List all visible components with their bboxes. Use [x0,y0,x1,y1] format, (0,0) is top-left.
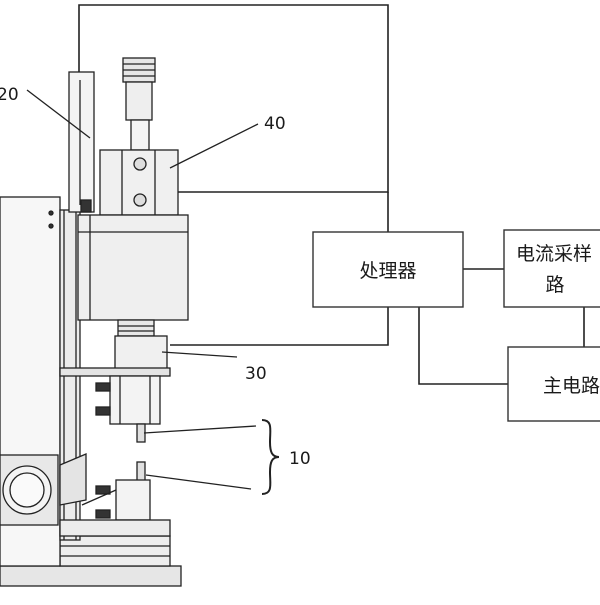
processor-block [312,231,464,308]
side-gauge-inner [9,472,45,508]
machine-base-step [59,535,171,567]
cylinder-bolt-1 [133,157,147,171]
current-sampling-box [503,229,600,308]
brace-10 [261,419,280,495]
lower-plate [59,519,171,537]
spindle-collar [117,319,155,337]
label-20: 20 [0,85,19,105]
label-10: 10 [289,449,311,469]
upper-clamp [109,375,161,425]
main-circuit-label: 主电路 [543,375,600,397]
upper-electrode-tip [136,423,146,443]
head-housing [77,214,189,321]
leader-lines [26,89,259,490]
main-circuit-block [507,346,600,422]
current-sampling-block [503,229,600,308]
leader-10-upper [143,425,257,434]
lower-clamp [115,479,151,521]
main-circuit-box [507,346,600,422]
leader-20 [26,89,91,139]
gauge-bracket [59,453,87,506]
column-screw-2 [48,223,54,229]
scale-bar [68,71,95,213]
welding-machine [0,57,189,587]
leader-30 [161,351,238,358]
air-fitting-body [125,81,153,121]
current-sampling-label-1: 电流采样 [516,243,592,265]
leader-40 [169,123,259,169]
crossbar [59,367,171,377]
processor-box [312,231,464,308]
lower-electrode-tip [136,461,146,483]
cylinder-bolt-2 [133,193,147,207]
processor-label: 处理器 [359,260,416,282]
label-40: 40 [264,114,286,134]
column-screw-1 [48,210,54,216]
upper-electrode-holder [114,335,168,371]
leader-10-lower [145,474,252,490]
cylinder-rod [130,119,150,151]
wire-processor-to-main [418,307,508,385]
current-sampling-label-2: 路 [545,274,564,296]
wire-top-frame [78,4,389,193]
machine-base [0,565,182,587]
label-30: 30 [245,364,267,384]
